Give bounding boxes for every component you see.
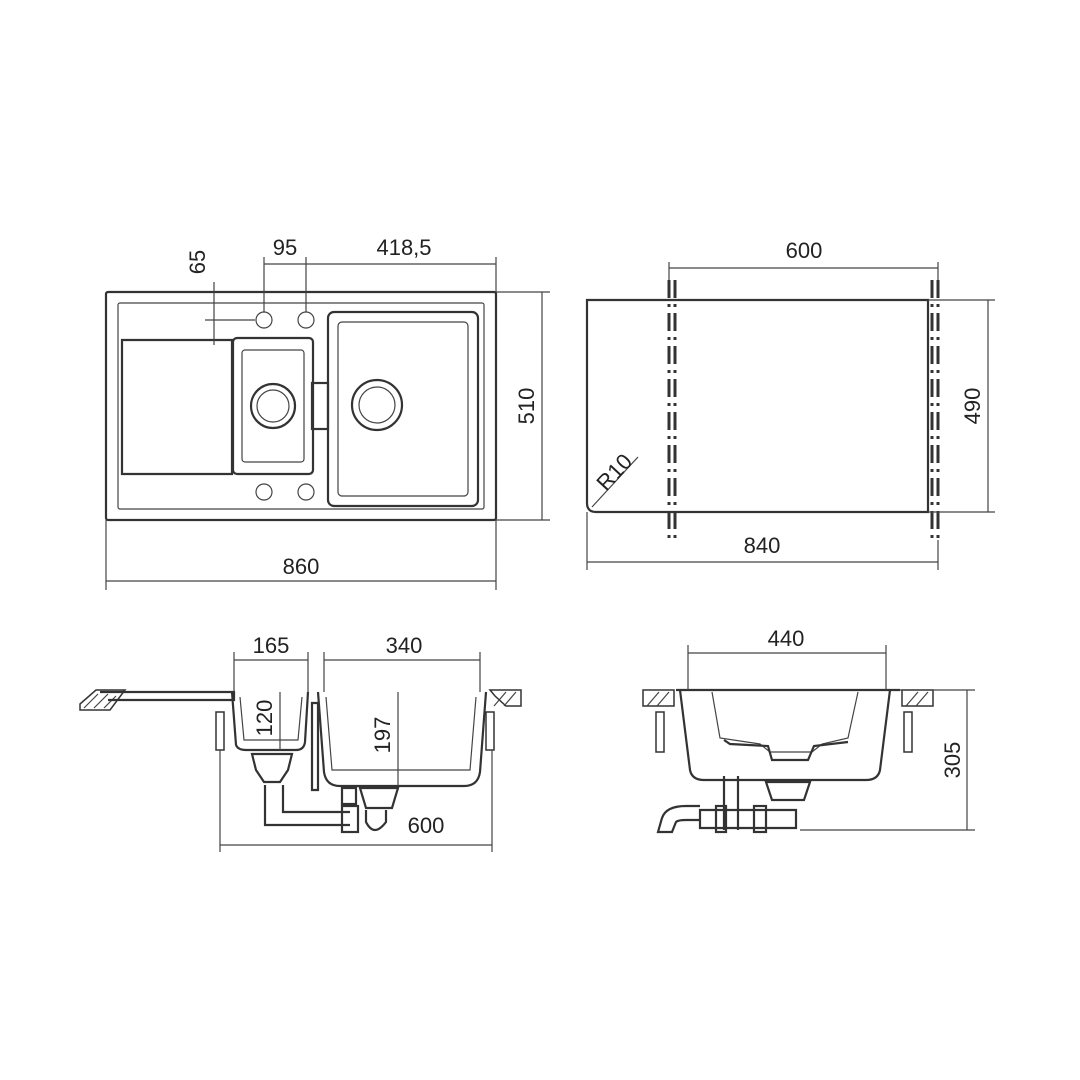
dim-total-height: 305 (940, 742, 965, 779)
front-section: 165 340 120 197 600 (79, 633, 522, 852)
dim-depth: 490 (960, 388, 985, 425)
small-bowl-bottom (723, 739, 849, 762)
pipe-coupling (714, 804, 728, 834)
countertop-right (488, 689, 522, 707)
tap-hole (255, 483, 273, 501)
dim-width: 840 (744, 533, 781, 558)
tap-hole (255, 311, 273, 329)
dim-tap-to-edge: 418,5 (376, 235, 431, 260)
drainer-board (120, 338, 234, 476)
outlet-elbow (656, 804, 700, 834)
small-bowl-profile (230, 691, 310, 752)
pipe-coupling (752, 804, 768, 834)
cabinet-panel-right (903, 711, 913, 753)
small-bowl-drain (249, 382, 297, 430)
main-bowl-drain-inner (358, 386, 396, 424)
dim-small-bowl-depth: 120 (252, 700, 277, 737)
main-bowl-inner (337, 321, 469, 497)
dim-small-bowl-width: 165 (253, 633, 290, 658)
dim-main-bowl-depth: 197 (370, 717, 395, 754)
side-section: 440 305 (642, 626, 975, 834)
dim-radius: R10 (591, 449, 637, 496)
pipe-coupling (340, 804, 360, 834)
dim-cabinet-width: 600 (408, 813, 445, 838)
main-bowl-drain (350, 378, 404, 432)
overflow-pipe (310, 701, 320, 792)
pipe-coupling (340, 786, 358, 806)
horizontal-pipe (698, 808, 798, 830)
cutout-view: 600 490 840 R10 (585, 238, 995, 570)
inner-bowl-profile (711, 691, 859, 753)
dim-overall-depth: 510 (514, 388, 539, 425)
main-drain (358, 786, 400, 810)
tap-hole (297, 483, 315, 501)
small-bowl-inner (241, 349, 305, 463)
connecting-pipe (263, 785, 350, 827)
hatch (493, 691, 517, 707)
small-bowl-inner (239, 696, 303, 741)
overflow (310, 381, 330, 431)
bowl-profile (676, 688, 900, 782)
drain (764, 780, 812, 802)
small-drain (250, 752, 294, 784)
pipe (722, 776, 740, 830)
dim-overall-width: 860 (283, 554, 320, 579)
sink-rim (117, 302, 485, 510)
small-bowl (231, 336, 315, 476)
dim-tap-spacing: 95 (273, 235, 297, 260)
siphon-trap (364, 810, 388, 832)
dim-bowl-width: 440 (768, 626, 805, 651)
hatch (646, 691, 670, 707)
cabinet-panel-left (655, 711, 665, 753)
cutout-outline (585, 298, 930, 514)
main-bowl-inner (325, 696, 477, 771)
tap-hole (297, 311, 315, 329)
cabinet-panel-left (215, 711, 225, 751)
main-bowl-profile (316, 691, 488, 788)
drainer-profile (100, 690, 236, 702)
small-bowl-drain-inner (256, 389, 290, 423)
dim-main-bowl-width: 340 (386, 633, 423, 658)
hatch (83, 693, 117, 709)
dim-edge-to-tap: 65 (185, 250, 210, 274)
main-bowl (326, 310, 480, 508)
top-view: 65 95 418,5 510 860 (104, 235, 550, 590)
dim-inner-width: 600 (786, 238, 823, 263)
radius-leader (591, 456, 639, 508)
sink-outline (104, 290, 498, 522)
hatch (905, 691, 929, 707)
cabinet-panel-right (485, 711, 495, 751)
